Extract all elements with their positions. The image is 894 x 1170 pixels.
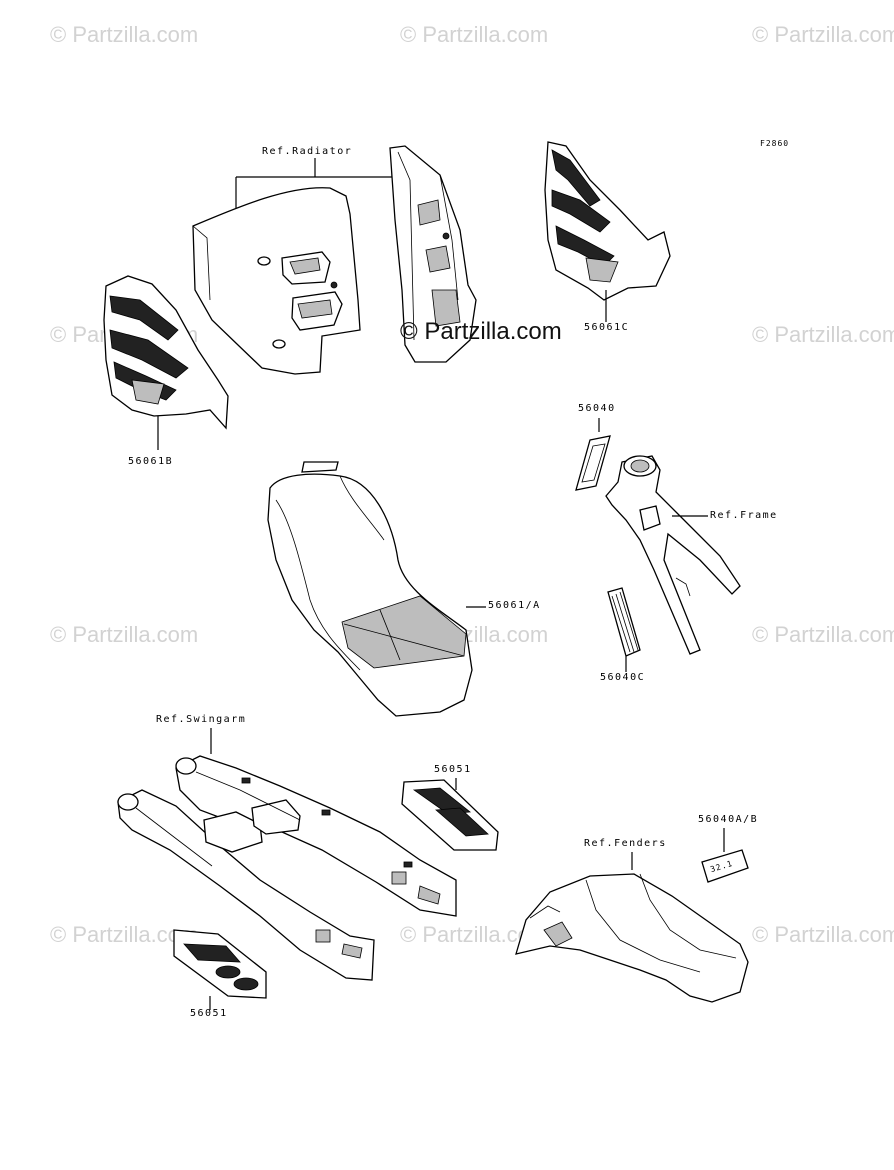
label-56061B: 56061B [128, 456, 174, 467]
label-56040: 56040 [578, 403, 616, 414]
decal-56061C [544, 141, 671, 322]
watermark: © Partzilla.com [752, 622, 894, 647]
watermark: © Partzilla.com [752, 22, 894, 47]
radiator-shroud-right [389, 145, 477, 363]
decal-56051-top [401, 778, 499, 851]
watermark: © Partzilla.com [50, 22, 199, 47]
radiator-shroud-left [192, 187, 361, 375]
label-56061A: 56061/A [488, 600, 541, 611]
swingarm [117, 728, 457, 981]
watermark-center: © Partzilla.com [400, 318, 562, 345]
label-56040C: 56040C [600, 672, 646, 683]
label-ref-radiator: Ref.Radiator [262, 146, 353, 157]
figure-code: F2860 [760, 139, 790, 148]
watermark: © Partzilla.com [50, 622, 199, 647]
decal-56040C [607, 587, 641, 672]
label-56051-bottom: 56051 [190, 1008, 228, 1019]
decal-56061B [103, 275, 229, 450]
label-ref-swingarm: Ref.Swingarm [156, 714, 247, 725]
label-ref-frame: Ref.Frame [710, 510, 778, 521]
rear-fender [515, 852, 749, 1003]
label-56061C: 56061C [584, 322, 630, 333]
watermark: © Partzilla.com [752, 922, 894, 947]
decal-56040AB [701, 828, 749, 883]
label-ref-fenders: Ref.Fenders [584, 838, 667, 849]
fuel-tank [267, 461, 486, 717]
watermark: © Partzilla.com [752, 322, 894, 347]
decal-56051-bottom [173, 929, 267, 1010]
watermark: © Partzilla.com [400, 22, 549, 47]
label-56051-top: 56051 [434, 764, 472, 775]
decal-56040 [575, 418, 611, 491]
label-56040AB: 56040A/B [698, 814, 759, 825]
frame [605, 455, 741, 655]
